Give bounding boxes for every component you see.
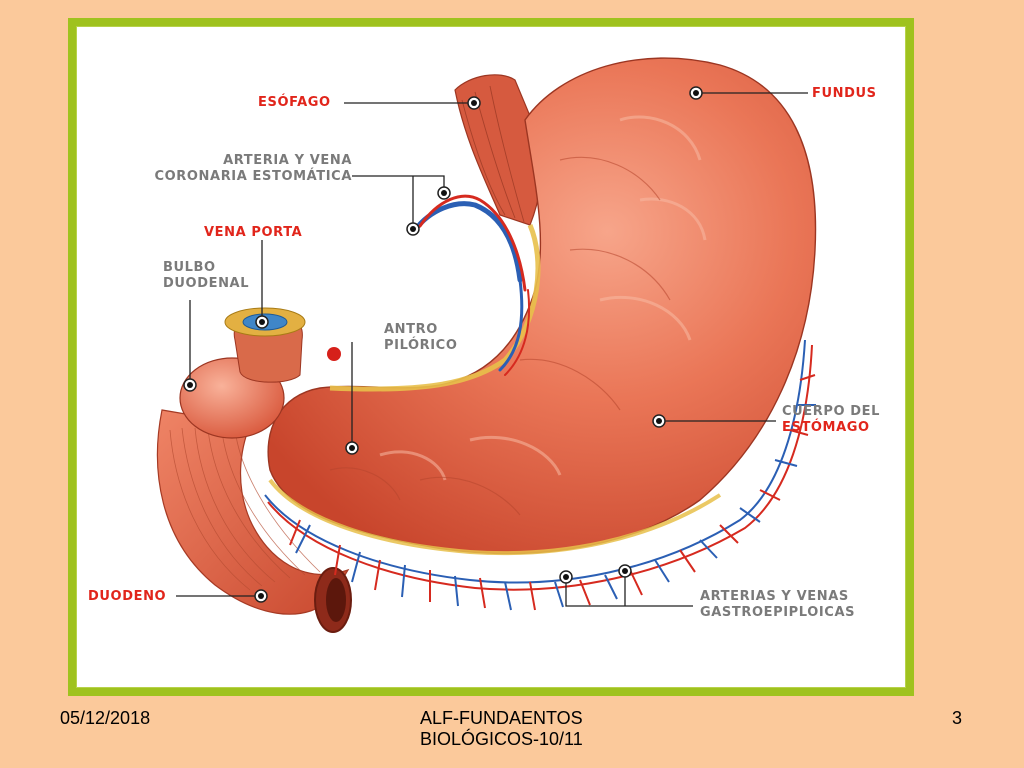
marker-gastro-2 [618, 564, 632, 578]
footer-page-number: 3 [952, 708, 963, 728]
marker-vena-porta [255, 315, 269, 329]
label-cuerpo-line2: ESTÓMAGO [782, 420, 870, 435]
leader-lines [176, 92, 808, 607]
marker-antro [345, 441, 359, 455]
marker-arteria-2 [406, 222, 420, 236]
label-duodeno: DUODENO [88, 589, 167, 604]
footer-date: 05/12/2018 [60, 708, 151, 728]
label-antro-line2: PILÓRICO [384, 338, 458, 353]
label-bulbo-duodenal: BULBO DUODENAL [163, 260, 249, 292]
footer-title: ALF-FUNDAENTOS BIOLÓGICOS-10/11 [420, 708, 583, 750]
stomach-body [267, 57, 817, 555]
marker-bulbo [183, 378, 197, 392]
label-bulbo-line2: DUODENAL [163, 276, 250, 291]
lesser-curvature-fat [329, 224, 541, 392]
marker-esofago [467, 96, 481, 110]
label-vena-porta: VENA PORTA [204, 225, 303, 240]
stomach-highlights [379, 115, 707, 481]
label-arteria-line1: ARTERIA Y VENA [223, 153, 352, 168]
label-antro-pilorico: ANTRO PILÓRICO [384, 322, 457, 354]
label-gastroepiploicas: ARTERIAS Y VENAS GASTROEPIPLOICAS [700, 589, 855, 621]
label-esofago: ESÓFAGO [258, 95, 331, 110]
label-bulbo-line1: BULBO [163, 260, 216, 275]
footer-title-line2: BIOLÓGICOS-10/11 [420, 729, 583, 749]
portal-vein-section [224, 307, 341, 383]
gastroepiploic-vessels [264, 339, 816, 611]
label-arteria-line2: CORONARIA ESTOMÁTICA [154, 169, 352, 184]
duodenum-striations [169, 427, 321, 591]
marker-dots [183, 86, 703, 603]
label-gastro-line2: GASTROEPIPLOICAS [700, 605, 856, 620]
footer-title-line1: ALF-FUNDAENTOS [420, 708, 583, 728]
marker-gastro-1 [559, 570, 573, 584]
esophagus-striations [461, 85, 525, 223]
label-gastro-line1: ARTERIAS Y VENAS [700, 589, 849, 604]
coronary-vessels [412, 194, 531, 376]
marker-fundus [689, 86, 703, 100]
label-arteria-vena-coronaria: ARTERIA Y VENA CORONARIA ESTOMÁTICA [110, 153, 352, 185]
label-cuerpo-estomago: CUERPO DEL ESTÓMAGO [782, 404, 880, 436]
marker-cuerpo [652, 414, 666, 428]
marker-duodeno [254, 589, 268, 603]
label-cuerpo-line1: CUERPO DEL [782, 404, 881, 419]
marker-arteria-1 [437, 186, 451, 200]
stomach-folds [329, 156, 671, 516]
label-fundus: FUNDUS [812, 86, 877, 101]
greater-curvature-fat [268, 478, 722, 556]
label-antro-line1: ANTRO [384, 322, 438, 337]
